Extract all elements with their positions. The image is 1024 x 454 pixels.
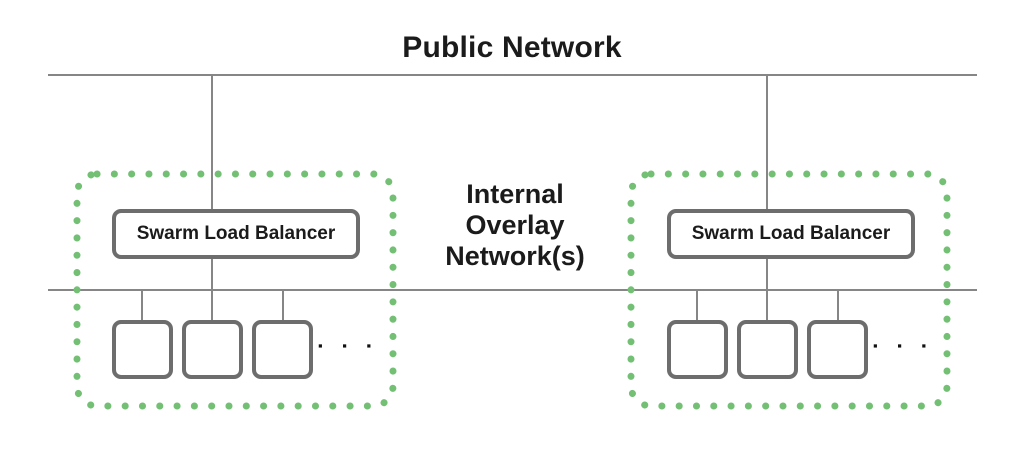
right-lb-to-overlay-link: [766, 259, 768, 321]
public-network-line: [48, 74, 977, 76]
left-lb-to-overlay-link: [211, 259, 213, 321]
right-more-nodes-ellipsis: ▪ ▪ ▪: [873, 338, 935, 353]
left-more-nodes-ellipsis: ▪ ▪ ▪: [318, 338, 380, 353]
overlay-label-line-2: Overlay: [465, 210, 565, 240]
left-node3-link: [282, 289, 284, 321]
right-node1-link: [696, 289, 698, 321]
left-node-box-3: [252, 320, 313, 379]
internal-overlay-networks-label: Internal Overlay Network(s): [405, 179, 625, 272]
left-node-box-1: [112, 320, 173, 379]
left-public-to-lb-link: [211, 75, 213, 209]
right-cluster-dotted-border: [627, 170, 951, 410]
right-node-box-2: [737, 320, 798, 379]
right-node-box-3: [807, 320, 868, 379]
overlay-label-line-3: Network(s): [445, 241, 585, 271]
left-cluster-dotted-border: [73, 170, 397, 410]
right-public-to-lb-link: [766, 75, 768, 209]
right-node-box-1: [667, 320, 728, 379]
overlay-network-line: [48, 289, 977, 291]
right-swarm-load-balancer: Swarm Load Balancer: [667, 209, 915, 259]
overlay-label-line-1: Internal: [466, 179, 564, 209]
public-network-title: Public Network: [402, 31, 622, 64]
left-swarm-load-balancer: Swarm Load Balancer: [112, 209, 360, 259]
left-node1-link: [141, 289, 143, 321]
right-node3-link: [837, 289, 839, 321]
left-node-box-2: [182, 320, 243, 379]
